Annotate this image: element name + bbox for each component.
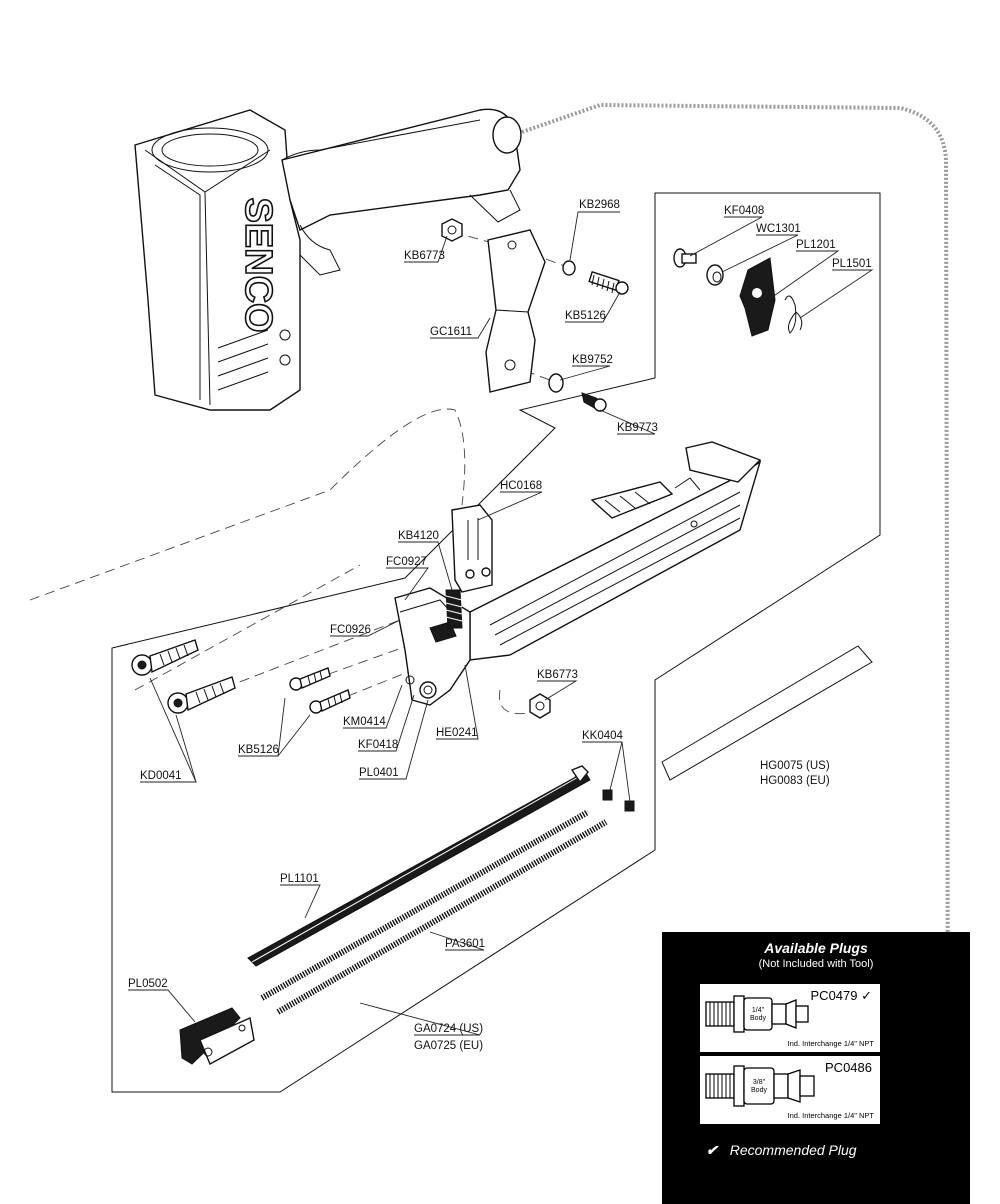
callout-ga0725: GA0725 (EU) (414, 1040, 483, 1052)
callout-kb6773-mid: KB6773 (537, 669, 578, 681)
bushing-kk0404-b (624, 800, 635, 812)
spring-pa3601-a (260, 809, 590, 1001)
plate-hc0168 (451, 504, 493, 593)
spring-kb4120 (445, 589, 463, 629)
plug-pc0479-drawing: 1/4" Body (705, 995, 809, 1033)
guide-line-6 (499, 689, 536, 715)
callout-ga0724: GA0724 (US) (414, 1023, 483, 1035)
plug-pc0486-drawing: 3/8" Body (705, 1065, 815, 1107)
screw-kb5126-mid-a (289, 667, 331, 691)
bracket-pl0502 (179, 1007, 255, 1065)
callout-kf0418: KF0418 (358, 739, 398, 751)
callout-kb5126-top: KB5126 (565, 310, 606, 322)
callout-kb9773: KB9773 (617, 422, 658, 434)
callout-wc1301: WC1301 (756, 223, 801, 235)
recommended-plug-text: Recommended Plug (729, 1142, 857, 1158)
callout-km0414: KM0414 (343, 716, 386, 728)
assembly-outline (111, 192, 881, 1093)
plugs-subtitle: (Not Included with Tool) (758, 958, 874, 970)
callout-kb5126-mid: KB5126 (238, 744, 279, 756)
magazine-assembly (394, 441, 762, 706)
callout-kk0404: KK0404 (582, 730, 624, 742)
callout-pa3601: PA3601 (445, 938, 485, 950)
spring-pl1501 (784, 295, 803, 334)
callout-kb2968: KB2968 (579, 199, 620, 211)
leader-lines (128, 211, 874, 1036)
guide-line-2 (134, 564, 361, 691)
plug-note-pc0479: Ind. Interchange 1/4" NPT (787, 1039, 874, 1048)
plug2-body-size: 3/8" (753, 1079, 766, 1086)
callout-kf0408: KF0408 (724, 205, 764, 217)
rod-pl1101 (247, 765, 591, 967)
callout-pl0401: PL0401 (359, 767, 399, 779)
screw-kd0041-b (167, 676, 236, 714)
callout-kb6773-top: KB6773 (404, 250, 445, 262)
latch-pl1201 (739, 257, 776, 337)
plug-card-pc0479: PC0479 ✓ 1/4" Body Ind. Interchange 1/4"… (700, 984, 880, 1052)
callout-fc0926: FC0926 (330, 624, 371, 636)
screw-kb5126-top (588, 271, 629, 295)
callout-kb9752: KB9752 (572, 354, 613, 366)
plugs-title: Available Plugs (764, 940, 868, 956)
guide-line-1 (29, 408, 466, 601)
air-line-dotted (521, 102, 951, 1072)
strip-hg0075 (661, 645, 873, 781)
recommended-plug-legend: ✔ Recommended Plug (706, 1142, 857, 1159)
check-icon: ✔ (706, 1142, 718, 1158)
nut-kb6773-top (441, 218, 463, 242)
screw-kb9773 (581, 392, 607, 412)
pin-kf0408 (673, 248, 697, 268)
bracket-gc1611 (485, 229, 546, 393)
bushing-kk0404-a (602, 789, 613, 801)
washer-kb9752 (548, 373, 564, 393)
callout-pl1501: PL1501 (832, 258, 872, 270)
plug-card-pc0486: PC0486 3/8" Body Ind. Interchange 1/4" N… (700, 1056, 880, 1124)
callout-gc1611: GC1611 (430, 326, 472, 338)
washer-wc1301 (706, 264, 724, 286)
callout-hg0083: HG0083 (EU) (760, 775, 830, 787)
available-plugs-panel: Available Plugs (Not Included with Tool)… (662, 932, 970, 1204)
screw-kd0041-a (131, 639, 199, 676)
plug-code-pc0486: PC0486 (825, 1060, 872, 1075)
callout-labels: KB2968 KB6773 KB5126 GC1611 KB9752 KB977… (128, 199, 872, 1052)
callout-pl0502: PL0502 (128, 978, 168, 990)
nut-kb6773-mid (529, 693, 551, 719)
callout-he0241: HE0241 (436, 727, 478, 739)
callout-pl1101: PL1101 (280, 873, 319, 885)
callout-pl1201: PL1201 (796, 239, 836, 251)
plug2-body-label: Body (751, 1087, 767, 1094)
callout-kd0041: KD0041 (140, 770, 182, 782)
washer-kb2968 (562, 260, 576, 276)
callout-hg0075: HG0075 (US) (760, 760, 830, 772)
callout-fc0927: FC0927 (386, 556, 427, 568)
screw-kb5126-mid-b (309, 689, 351, 714)
plug-code-pc0479: PC0479 ✓ (810, 988, 872, 1003)
plug-note-pc0486: Ind. Interchange 1/4" NPT (787, 1111, 874, 1120)
tool-housing (134, 108, 522, 411)
callout-kb4120: KB4120 (398, 530, 439, 542)
callout-hc0168: HC0168 (500, 480, 542, 492)
plug1-body-size: 1/4" (752, 1007, 765, 1014)
logo-senco: SENCO (237, 197, 279, 332)
plug1-body-label: Body (750, 1015, 766, 1022)
